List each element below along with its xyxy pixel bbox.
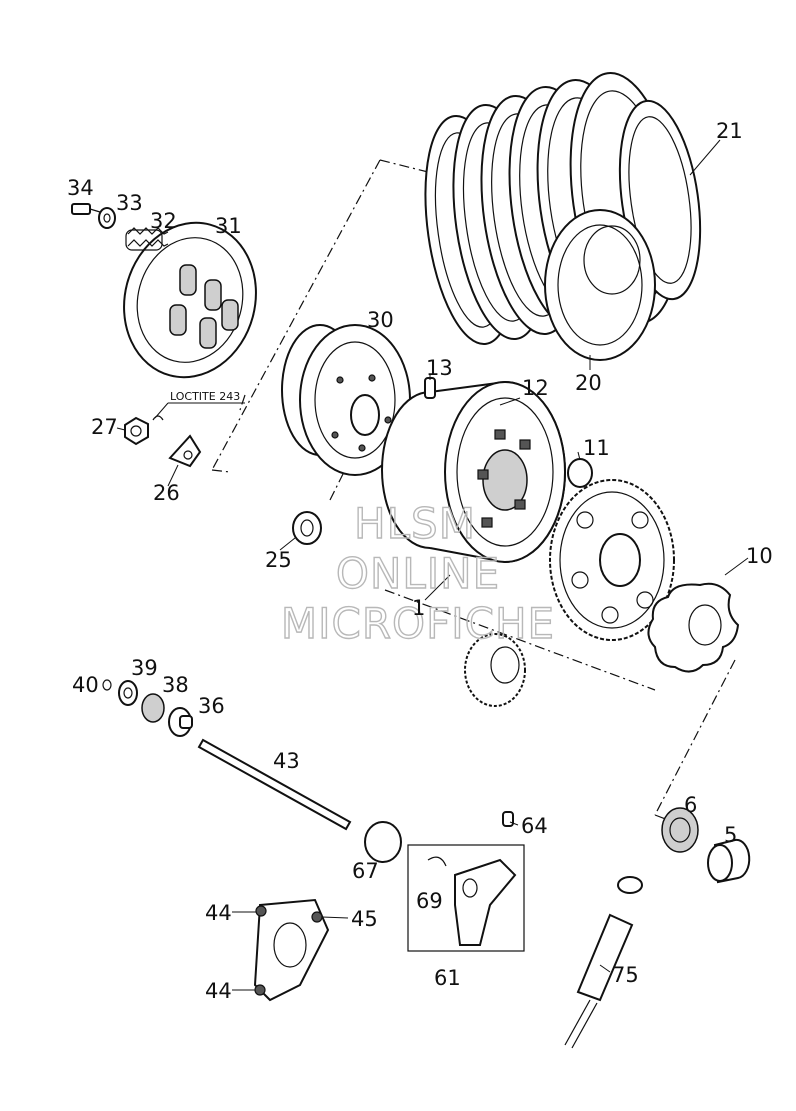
clutch-basket	[381, 380, 566, 564]
label-part-64: 64	[521, 814, 548, 838]
watermark: HLSM ONLINE MICROFICHE	[280, 498, 555, 648]
label-part-11: 11	[583, 436, 610, 460]
nut-and-lockwasher	[124, 415, 202, 468]
label-part-44-top: 44	[205, 901, 232, 925]
bolt-washer-spring	[71, 203, 169, 251]
label-part-32: 32	[150, 209, 177, 233]
watermark-line-3: MICROFICHE	[281, 599, 555, 648]
push-rod	[197, 738, 352, 831]
needle-bearing-and-bushing	[661, 807, 751, 884]
release-bearing-set	[102, 679, 193, 737]
label-part-45: 45	[351, 907, 378, 931]
label-part-61: 61	[434, 966, 461, 990]
label-part-33: 33	[116, 191, 143, 215]
slave-cylinder-cover	[253, 898, 330, 1002]
label-part-75: 75	[612, 963, 639, 987]
lever-group	[407, 844, 525, 952]
label-part-20: 20	[575, 371, 602, 395]
leader-lines	[116, 139, 749, 991]
label-part-5: 5	[724, 823, 737, 847]
label-part-21: 21	[716, 119, 743, 143]
label-part-40: 40	[72, 673, 99, 697]
pressure-plate	[123, 221, 257, 379]
label-part-44-bottom: 44	[205, 979, 232, 1003]
bushing	[567, 458, 593, 488]
loctite-note: LOCTITE 243	[170, 390, 240, 403]
primary-gear	[549, 479, 675, 641]
label-part-25: 25	[265, 548, 292, 572]
o-ring	[364, 821, 402, 863]
label-part-12: 12	[522, 376, 549, 400]
label-part-31: 31	[215, 214, 242, 238]
thrust-washer	[292, 511, 322, 545]
label-part-30: 30	[367, 308, 394, 332]
label-part-27: 27	[91, 415, 118, 439]
label-part-36: 36	[198, 694, 225, 718]
label-part-26: 26	[153, 481, 180, 505]
cylinder-piston-rod	[564, 876, 643, 1049]
watermark-line-1: HLSM	[354, 499, 476, 548]
screw	[502, 811, 514, 827]
label-part-6: 6	[684, 793, 697, 817]
label-part-1: 1	[412, 596, 425, 620]
label-part-43: 43	[273, 749, 300, 773]
pin	[424, 377, 436, 399]
label-part-38: 38	[162, 673, 189, 697]
lock-plate	[647, 582, 740, 673]
label-part-67: 67	[352, 859, 379, 883]
clutch-plates-stack	[424, 72, 702, 361]
watermark-line-2: ONLINE	[336, 549, 500, 598]
label-part-39: 39	[131, 656, 158, 680]
small-drive-gear	[464, 633, 526, 707]
part-labels: 1 5 6 10 11 12 13 20 21 25 26 27 30 31 3…	[67, 119, 773, 1003]
label-part-13: 13	[426, 356, 453, 380]
inner-clutch-hub	[281, 324, 411, 476]
label-part-34: 34	[67, 176, 94, 200]
label-part-10: 10	[746, 544, 773, 568]
label-part-69: 69	[416, 889, 443, 913]
